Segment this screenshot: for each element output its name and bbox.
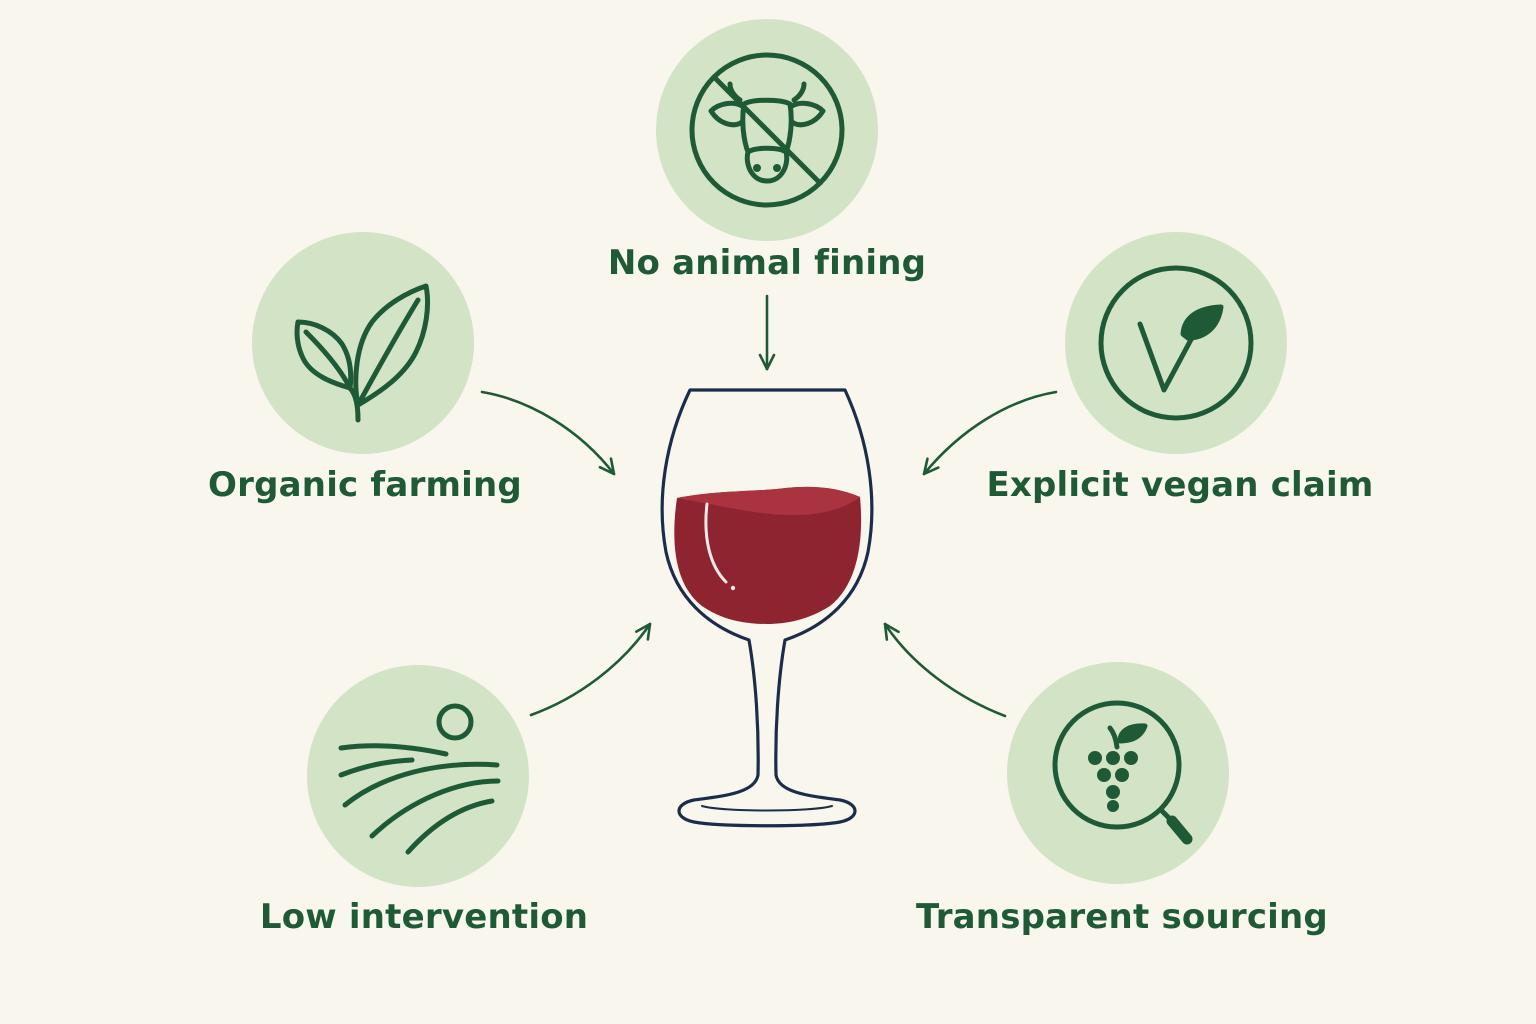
arrow-from-transparent-sourcing [883,622,1007,718]
low-intervention-circle [307,665,529,887]
crossed-out-cow-icon [689,52,845,208]
explicit-vegan-claim-circle [1065,232,1287,454]
vegan-v-leaf-icon [1098,265,1254,421]
red-wine-glass-icon [660,388,874,828]
grapes-magnifier-icon [1052,700,1193,845]
glass-highlight [704,502,728,584]
label-no-animal-fining: No animal fining [607,243,927,283]
arrow-from-explicit-vegan-claim [922,390,1058,476]
glass-highlight-dot [730,585,736,591]
wine-surface [677,486,860,516]
wine [674,486,862,624]
label-organic-farming: Organic farming [208,465,522,505]
arrow-from-organic-farming [480,390,616,476]
arrow-from-low-intervention [529,622,652,717]
glass-base-inner [701,805,833,812]
label-transparent-sourcing: Transparent sourcing [916,897,1328,937]
sun-over-fields-icon [338,703,501,855]
label-low-intervention: Low intervention [259,897,589,937]
label-explicit-vegan-claim: Explicit vegan claim [986,465,1374,505]
leaf-sprout-icon [294,283,431,423]
glass-outline [660,388,874,828]
